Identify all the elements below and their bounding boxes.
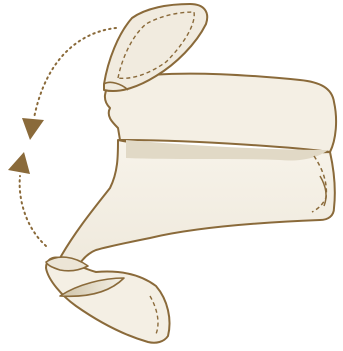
curved-arrow-up-icon — [20, 176, 46, 246]
garment-body — [60, 74, 336, 271]
arrowhead-down — [22, 118, 44, 140]
lower-sleeve — [46, 257, 170, 343]
arrowhead-up — [8, 152, 30, 174]
curved-arrow-down-icon — [34, 28, 116, 118]
